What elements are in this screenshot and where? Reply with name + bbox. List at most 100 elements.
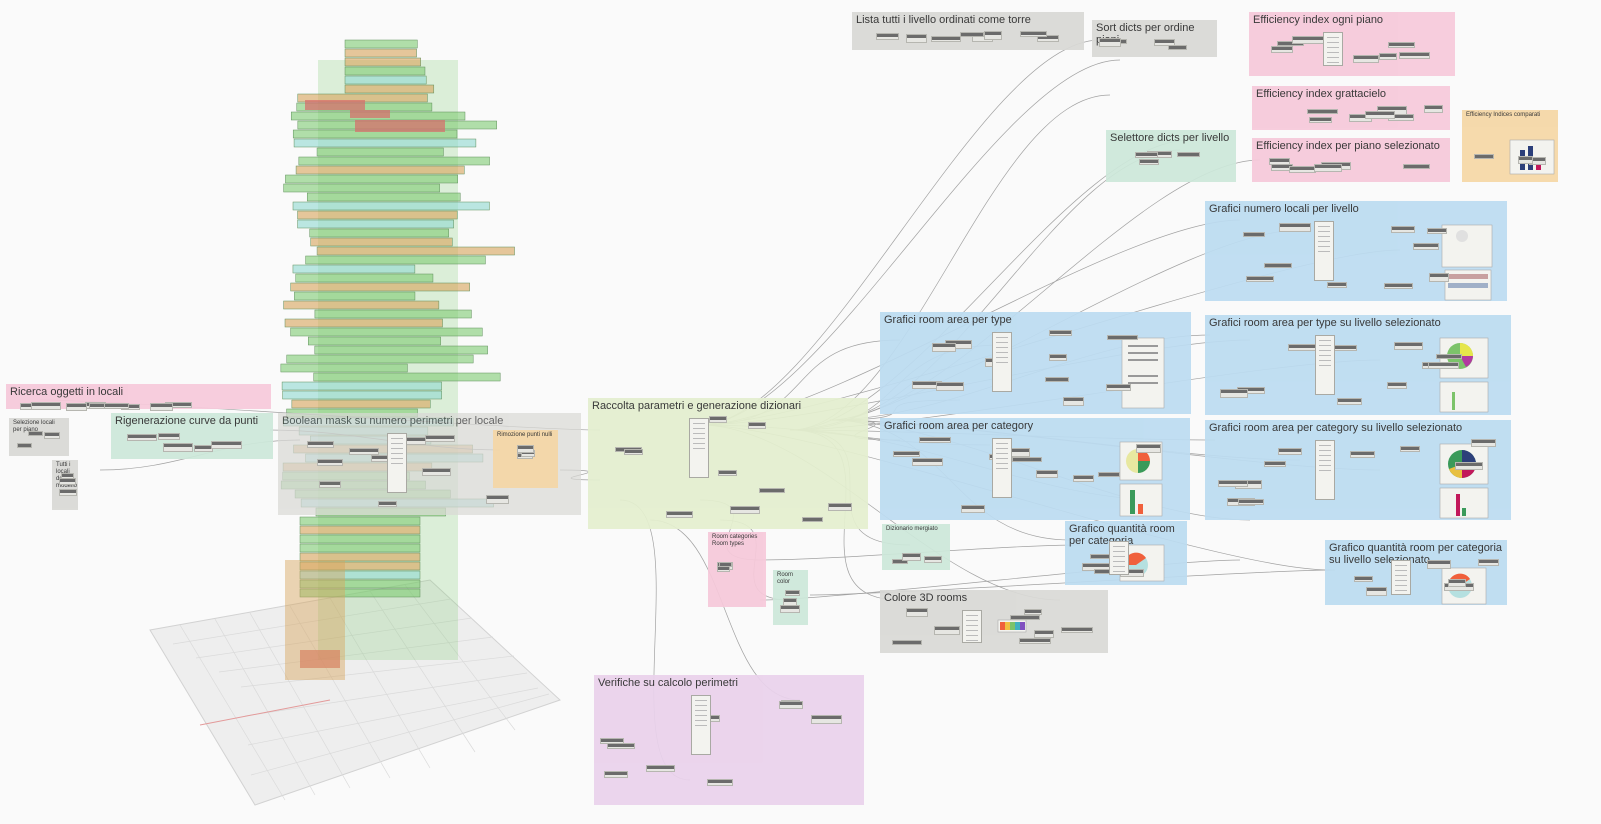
graph-node[interactable] xyxy=(810,715,843,724)
graph-node[interactable] xyxy=(1270,46,1293,54)
graph-node[interactable] xyxy=(1427,362,1459,369)
graph-node[interactable] xyxy=(1400,446,1421,453)
graph-node[interactable] xyxy=(1429,273,1450,282)
graph-node[interactable] xyxy=(779,701,804,709)
graph-node[interactable] xyxy=(425,434,455,443)
graph-node[interactable] xyxy=(103,403,129,410)
watch-node[interactable] xyxy=(1390,560,1411,595)
graph-node[interactable] xyxy=(893,451,920,457)
graph-node[interactable] xyxy=(1412,243,1439,251)
graph-node[interactable] xyxy=(17,442,32,448)
group-grafico-quantita-categoria-livello[interactable]: Grafico quantità room per categoria su l… xyxy=(1325,540,1507,605)
graph-node[interactable] xyxy=(1378,52,1398,60)
graph-node[interactable] xyxy=(1423,105,1443,114)
group-grafici-numero-locali[interactable]: Grafici numero locali per livello xyxy=(1205,201,1507,301)
graph-node[interactable] xyxy=(66,403,87,412)
graph-node[interactable] xyxy=(319,481,342,489)
graph-node[interactable] xyxy=(1136,444,1161,453)
graph-node[interactable] xyxy=(1023,608,1042,616)
group-raccolta-parametri[interactable]: Raccolta parametri e generazione diziona… xyxy=(588,398,868,529)
graph-node[interactable] xyxy=(603,770,629,778)
graph-node[interactable] xyxy=(1097,471,1120,478)
graph-node[interactable] xyxy=(891,639,922,645)
graph-node[interactable] xyxy=(58,488,77,496)
graph-node[interactable] xyxy=(1306,108,1339,114)
graph-node[interactable] xyxy=(780,605,800,613)
graph-node[interactable] xyxy=(162,443,194,453)
graph-node[interactable] xyxy=(1402,163,1430,170)
graph-node[interactable] xyxy=(1264,263,1292,269)
graph-node[interactable] xyxy=(902,553,922,562)
graph-node[interactable] xyxy=(1436,353,1463,360)
graph-node[interactable] xyxy=(1020,30,1048,38)
graph-node[interactable] xyxy=(1386,382,1407,389)
graph-node[interactable] xyxy=(960,505,986,514)
watch-node[interactable] xyxy=(691,695,712,755)
graph-node[interactable] xyxy=(747,422,766,429)
graph-node[interactable] xyxy=(158,433,180,440)
graph-node[interactable] xyxy=(44,431,60,439)
group-grafici-area-category[interactable]: Grafici room area per category xyxy=(880,418,1190,520)
graph-node[interactable] xyxy=(1219,389,1249,398)
graph-node[interactable] xyxy=(1390,225,1416,233)
graph-node[interactable] xyxy=(960,32,984,38)
graph-node[interactable] xyxy=(1474,154,1494,160)
graph-node[interactable] xyxy=(485,495,510,504)
graph-node[interactable] xyxy=(1327,281,1347,289)
graph-node[interactable] xyxy=(1387,41,1416,48)
graph-node[interactable] xyxy=(646,764,676,773)
graph-node[interactable] xyxy=(1470,438,1496,448)
graph-node[interactable] xyxy=(1242,231,1265,238)
graph-node[interactable] xyxy=(1033,629,1055,638)
graph-node[interactable] xyxy=(905,33,928,43)
graph-node[interactable] xyxy=(892,558,908,565)
graph-node[interactable] xyxy=(932,342,957,352)
graph-node[interactable] xyxy=(717,565,731,573)
graph-node[interactable] xyxy=(1264,461,1286,468)
graph-node[interactable] xyxy=(421,467,452,476)
graph-node[interactable] xyxy=(906,608,928,617)
graph-node[interactable] xyxy=(606,742,635,749)
graph-node[interactable] xyxy=(708,416,727,424)
graph-node[interactable] xyxy=(1288,343,1319,351)
graph-node[interactable] xyxy=(924,556,943,564)
graph-node[interactable] xyxy=(1245,276,1275,283)
watch-node[interactable] xyxy=(1313,221,1334,281)
graph-node[interactable] xyxy=(1045,376,1070,382)
graph-node[interactable] xyxy=(1105,384,1131,392)
group-verifiche-perimetri[interactable]: Verifiche su calcolo perimetri xyxy=(594,675,864,805)
graph-node[interactable] xyxy=(150,402,173,412)
graph-node[interactable] xyxy=(348,448,380,455)
graph-node[interactable] xyxy=(1278,448,1303,456)
graph-node[interactable] xyxy=(59,478,76,485)
watch-node[interactable] xyxy=(991,332,1012,392)
graph-node[interactable] xyxy=(706,778,734,786)
graph-node[interactable] xyxy=(1048,354,1068,361)
graph-node[interactable] xyxy=(1447,579,1467,587)
watch-node[interactable] xyxy=(1323,32,1344,66)
graph-node[interactable] xyxy=(1009,615,1041,621)
group-grafici-area-type[interactable]: Grafici room area per type xyxy=(880,312,1191,414)
graph-node[interactable] xyxy=(983,31,1002,41)
graph-node[interactable] xyxy=(1353,54,1379,63)
graph-node[interactable] xyxy=(729,506,760,515)
graph-node[interactable] xyxy=(307,441,334,448)
graph-node[interactable] xyxy=(802,517,823,523)
watch-node[interactable] xyxy=(991,438,1012,498)
graph-node[interactable] xyxy=(211,441,242,449)
graph-node[interactable] xyxy=(1308,116,1333,123)
graph-node[interactable] xyxy=(1167,44,1188,50)
graph-node[interactable] xyxy=(930,35,961,43)
graph-node[interactable] xyxy=(30,402,62,410)
graph-node[interactable] xyxy=(911,458,943,467)
group-efficiency-grattacielo[interactable]: Efficiency index grattacielo xyxy=(1252,86,1450,130)
graph-node[interactable] xyxy=(1350,450,1375,459)
graph-node[interactable] xyxy=(936,382,964,391)
graph-node[interactable] xyxy=(316,458,343,466)
watch-node[interactable] xyxy=(1315,335,1336,395)
graph-node[interactable] xyxy=(1398,52,1430,59)
graph-node[interactable] xyxy=(127,434,157,441)
graph-node[interactable] xyxy=(1048,330,1073,337)
graph-node[interactable] xyxy=(1012,457,1042,463)
